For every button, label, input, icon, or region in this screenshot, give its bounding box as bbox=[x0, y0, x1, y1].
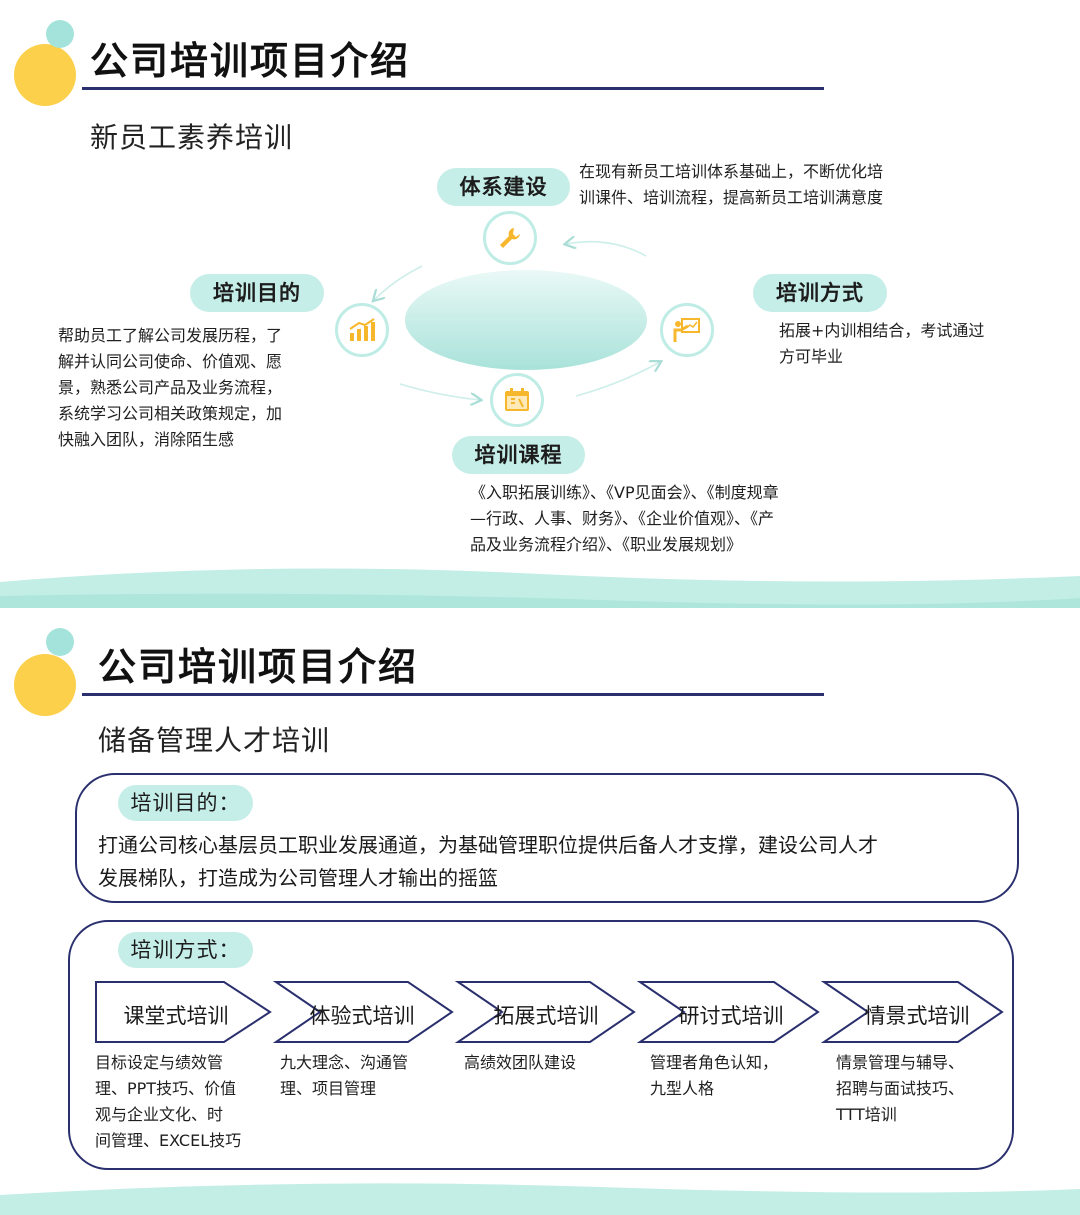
decor-circle-teal bbox=[46, 20, 74, 48]
desc-line: 拓展+内训相结合，考试通过 bbox=[779, 321, 985, 340]
method-desc-4: 管理者角色认知， 九型人格 bbox=[650, 1050, 820, 1102]
calendar-icon bbox=[490, 373, 544, 427]
desc-line: 景，熟悉公司产品及业务流程， bbox=[58, 378, 283, 397]
purpose-line: 打通公司核心基层员工职业发展通道，为基础管理职位提供后备人才支撑，建设公司人才 bbox=[98, 833, 878, 857]
desc-line: 间管理、EXCEL技巧 bbox=[95, 1131, 242, 1150]
desc-line: 解并认同公司使命、价值观、愿 bbox=[58, 352, 283, 371]
desc-line: 在现有新员工培训体系基础上，不断优化培 bbox=[579, 162, 884, 181]
decor-circle-teal bbox=[46, 628, 74, 656]
desc-line: 高绩效团队建设 bbox=[464, 1053, 577, 1072]
center-ellipse bbox=[405, 270, 647, 370]
method-step-3: 拓展式培训 bbox=[493, 1004, 599, 1028]
method-step-4: 研讨式培训 bbox=[678, 1004, 784, 1028]
desc-line: —行政、人事、财务》、《企业价值观》、《产 bbox=[470, 509, 775, 528]
label-system-building: 体系建设 bbox=[437, 168, 570, 206]
desc-training-purpose: 帮助员工了解公司发展历程，了 解并认同公司使命、价值观、愿 景，熟悉公司产品及业… bbox=[58, 323, 328, 453]
wrench-icon bbox=[483, 211, 537, 265]
method-chevrons bbox=[95, 981, 1004, 1043]
page-title: 公司培训项目介绍 bbox=[90, 39, 411, 83]
bottom-wave bbox=[0, 1183, 1080, 1215]
label-training-purpose: 培训目的 bbox=[190, 274, 324, 312]
desc-training-method: 拓展+内训相结合，考试通过 方可毕业 bbox=[779, 318, 1029, 370]
desc-line: 观与企业文化、时 bbox=[95, 1105, 224, 1124]
decor-circle-yellow bbox=[14, 44, 76, 106]
purpose-text: 打通公司核心基层员工职业发展通道，为基础管理职位提供后备人才支撑，建设公司人才 … bbox=[98, 829, 998, 895]
label-purpose: 培训目的： bbox=[118, 785, 253, 821]
desc-line: 品及业务流程介绍》、《职业发展规划》 bbox=[470, 535, 743, 554]
desc-line: 情景管理与辅导、 bbox=[836, 1053, 965, 1072]
section-subtitle: 新员工素养培训 bbox=[90, 121, 294, 154]
desc-system-building: 在现有新员工培训体系基础上，不断优化培 训课件、培训流程，提高新员工培训满意度 bbox=[579, 159, 959, 211]
method-step-1: 课堂式培训 bbox=[123, 1004, 229, 1028]
title-underline bbox=[82, 693, 824, 696]
bottom-wave bbox=[0, 568, 1080, 608]
desc-line: 理、PPT技巧、价值 bbox=[95, 1079, 237, 1098]
label-training-method: 培训方式 bbox=[753, 274, 887, 312]
chart-icon bbox=[335, 303, 389, 357]
page-title: 公司培训项目介绍 bbox=[98, 645, 419, 689]
title-underline bbox=[82, 87, 824, 90]
section-subtitle: 储备管理人才培训 bbox=[98, 724, 331, 757]
method-step-2: 体验式培训 bbox=[309, 1004, 415, 1028]
desc-line: 快融入团队，消除陌生感 bbox=[58, 430, 235, 449]
method-desc-5: 情景管理与辅导、 招聘与面试技巧、 TTT培训 bbox=[836, 1050, 1006, 1128]
desc-training-courses: 《入职拓展训练》、《VP见面会》、《制度规章 —行政、人事、财务》、《企业价值观… bbox=[470, 480, 870, 558]
desc-line: 系统学习公司相关政策规定，加 bbox=[58, 404, 283, 423]
desc-line: 《入职拓展训练》、《VP见面会》、《制度规章 bbox=[470, 483, 779, 502]
presentation-icon bbox=[660, 303, 714, 357]
desc-line: 目标设定与绩效管 bbox=[95, 1053, 224, 1072]
desc-line: TTT培训 bbox=[836, 1105, 897, 1124]
desc-line: 九大理念、沟通管 bbox=[280, 1053, 409, 1072]
desc-line: 帮助员工了解公司发展历程，了 bbox=[58, 326, 283, 345]
desc-line: 理、项目管理 bbox=[280, 1079, 377, 1098]
purpose-line: 发展梯队，打造成为公司管理人才输出的摇篮 bbox=[98, 866, 498, 890]
desc-line: 方可毕业 bbox=[779, 347, 844, 366]
cycle-arrows bbox=[330, 220, 690, 410]
method-step-5: 情景式培训 bbox=[864, 1004, 970, 1028]
purpose-box bbox=[75, 773, 1019, 903]
label-methods: 培训方式： bbox=[118, 932, 253, 968]
decor-circle-yellow bbox=[14, 654, 76, 716]
desc-line: 九型人格 bbox=[650, 1079, 715, 1098]
method-desc-2: 九大理念、沟通管 理、项目管理 bbox=[280, 1050, 450, 1102]
desc-line: 招聘与面试技巧、 bbox=[836, 1079, 965, 1098]
methods-box bbox=[68, 920, 1014, 1170]
label-training-courses: 培训课程 bbox=[452, 436, 585, 474]
desc-line: 训课件、培训流程，提高新员工培训满意度 bbox=[579, 188, 884, 207]
method-desc-3: 高绩效团队建设 bbox=[464, 1050, 634, 1076]
method-desc-1: 目标设定与绩效管 理、PPT技巧、价值 观与企业文化、时 间管理、EXCEL技巧 bbox=[95, 1050, 265, 1154]
desc-line: 管理者角色认知， bbox=[650, 1053, 779, 1072]
